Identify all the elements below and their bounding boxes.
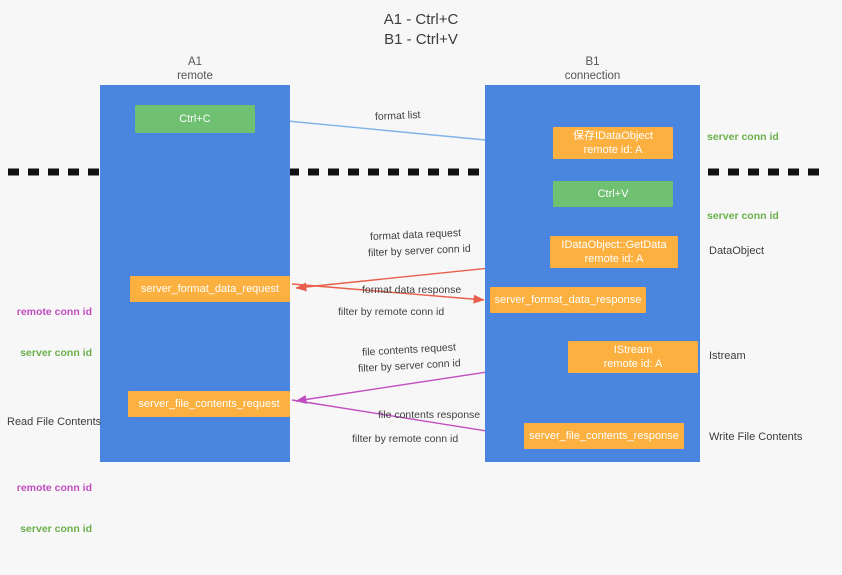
arrow-format-data-response — [291, 283, 485, 304]
remote-conn-id-text: remote conn id — [388, 433, 459, 445]
left-conn-tags-format: remote conn id server conn id — [7, 279, 92, 374]
left-read-file-block: Read File Contents remote conn id server… — [7, 392, 137, 575]
filter-by-text: filter by — [338, 306, 375, 318]
label-write-file-contents: Write File Contents — [709, 431, 803, 443]
server-conn-id-text: server conn id — [394, 357, 461, 373]
left-conn-tags-file: remote conn id server conn id — [7, 455, 92, 563]
server-conn-id-text: server conn id — [404, 242, 471, 258]
label-remote-conn-id: remote conn id — [16, 482, 92, 494]
caption-format-data-response: format data response — [362, 284, 462, 296]
lane-b1-header: B1 connection — [564, 56, 621, 82]
box-server-file-contents-request[interactable]: server_file_contents_request — [128, 391, 290, 417]
box-server-file-contents-response[interactable]: server_file_contents_response — [524, 423, 684, 449]
caption-format-data-response-filter: filter by remote conn id — [338, 306, 444, 319]
caption-file-contents-response-filter: filter by remote conn id — [352, 433, 458, 446]
filter-by-text: filter by — [357, 360, 396, 375]
label-server-conn-id-mid: server conn id — [707, 210, 779, 222]
caption-file-contents-response: file contents response — [378, 409, 481, 421]
label-server-conn-id: server conn id — [20, 346, 92, 359]
box-server-format-data-request[interactable]: server_format_data_request — [130, 276, 290, 302]
label-server-conn-id: server conn id — [20, 522, 92, 535]
label-server-conn-id-top: server conn id — [707, 131, 779, 143]
caption-format-list: format list — [374, 108, 421, 124]
box-ctrl-c[interactable]: Ctrl+C — [135, 105, 255, 133]
box-ctrl-v[interactable]: Ctrl+V — [553, 181, 673, 207]
arrow-file-contents-response — [291, 399, 519, 439]
box-save-idataobject[interactable]: 保存IDataObject remote id: A — [553, 127, 673, 159]
box-istream[interactable]: IStream remote id: A — [568, 341, 698, 373]
box-idataobject-getdata[interactable]: IDataObject::GetData remote id: A — [550, 236, 678, 268]
label-istream: Istream — [709, 350, 746, 362]
filter-by-text: filter by — [367, 245, 406, 260]
label-dataobject: DataObject — [709, 245, 765, 257]
remote-conn-id-text: remote conn id — [374, 306, 445, 318]
box-server-format-data-response[interactable]: server_format_data_response — [490, 287, 646, 313]
filter-by-text: filter by — [352, 433, 389, 445]
label-read-file-contents: Read File Contents — [7, 416, 102, 428]
page-title: A1 - Ctrl+C B1 - Ctrl+V — [383, 11, 459, 48]
label-remote-conn-id: remote conn id — [16, 306, 92, 318]
lane-a1-header: A1 remote — [177, 56, 213, 82]
